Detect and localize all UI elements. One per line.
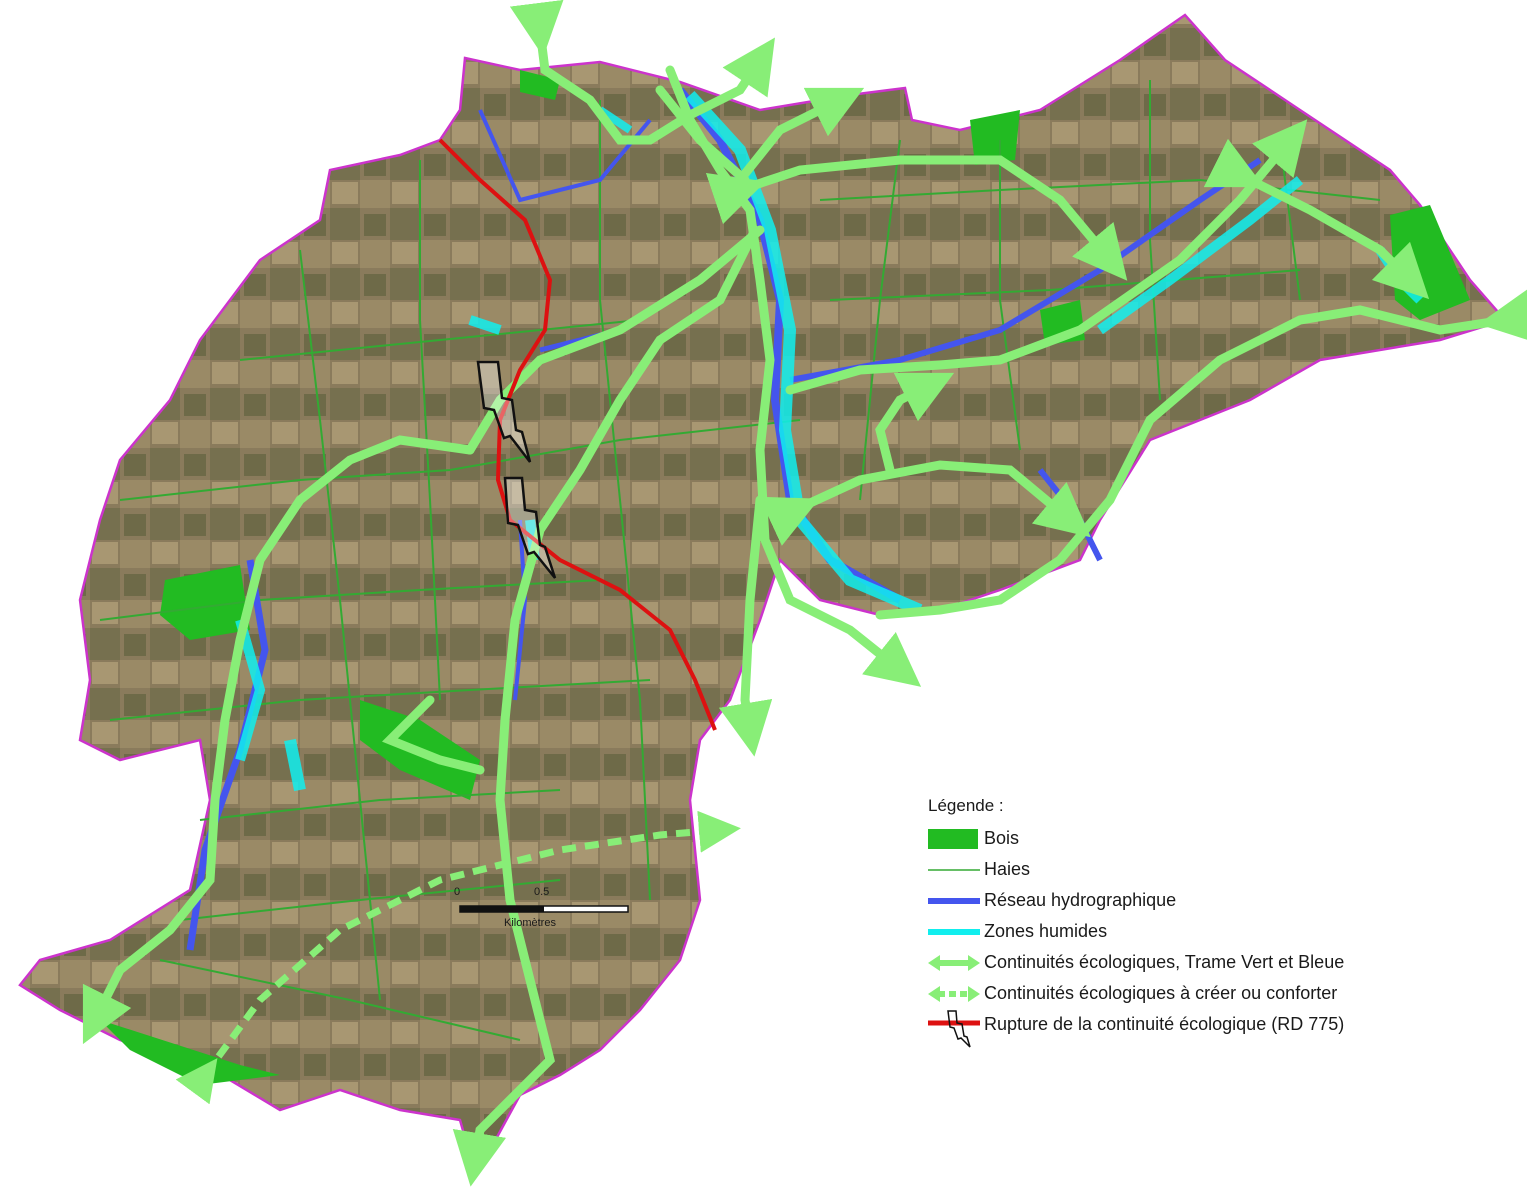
scale-zero-label: 0 — [454, 886, 461, 898]
legend-label: Haies — [984, 859, 1031, 879]
legend-label: Continuités écologiques à créer ou confo… — [984, 983, 1338, 1003]
scale-bar-graphic — [459, 905, 629, 913]
hedge-line-icon — [928, 869, 980, 871]
legend-item-hydro: Réseau hydrographique — [926, 885, 1486, 915]
scale-unit-label: Kilomètres — [504, 917, 556, 929]
map-legend: Légende : Bois Haies Réseau hydrographiq… — [926, 796, 1486, 1066]
wetland-line-icon — [928, 929, 980, 935]
tvb-corridors — [82, 0, 1527, 1187]
scale-half-label: 0.5 — [534, 886, 550, 898]
legend-item-haies: Haies — [926, 854, 1486, 884]
legend-item-humides: Zones humides — [926, 916, 1486, 946]
legend-item-rupture: Rupture de la continuité écologique (RD … — [926, 1009, 1486, 1048]
scale-bar: 0 0.5 Kilomètres — [452, 884, 642, 934]
legend-item-creer: Continuités écologiques à créer ou confo… — [926, 978, 1486, 1008]
woods-swatch-icon — [928, 829, 978, 849]
legend-label: Zones humides — [984, 921, 1108, 941]
corridor-to-create — [175, 810, 741, 1105]
legend-label: Bois — [984, 828, 1020, 848]
legend-item-bois: Bois — [926, 823, 1486, 853]
legend-item-tvb: Continuités écologiques, Trame Vert et B… — [926, 947, 1486, 977]
lightning-bolt-icon — [928, 1010, 980, 1048]
dashed-double-arrow-icon — [928, 986, 980, 1002]
legend-label: Réseau hydrographique — [984, 890, 1177, 910]
rd775-road — [438, 138, 717, 731]
rupture-lightning-icon — [476, 360, 557, 579]
legend-label: Rupture de la continuité écologique (RD … — [984, 1014, 1345, 1034]
hydro-line-icon — [928, 898, 980, 904]
legend-label: Continuités écologiques, Trame Vert et B… — [984, 952, 1345, 972]
legend-title: Légende : — [928, 796, 1004, 815]
double-arrow-icon — [928, 955, 980, 971]
